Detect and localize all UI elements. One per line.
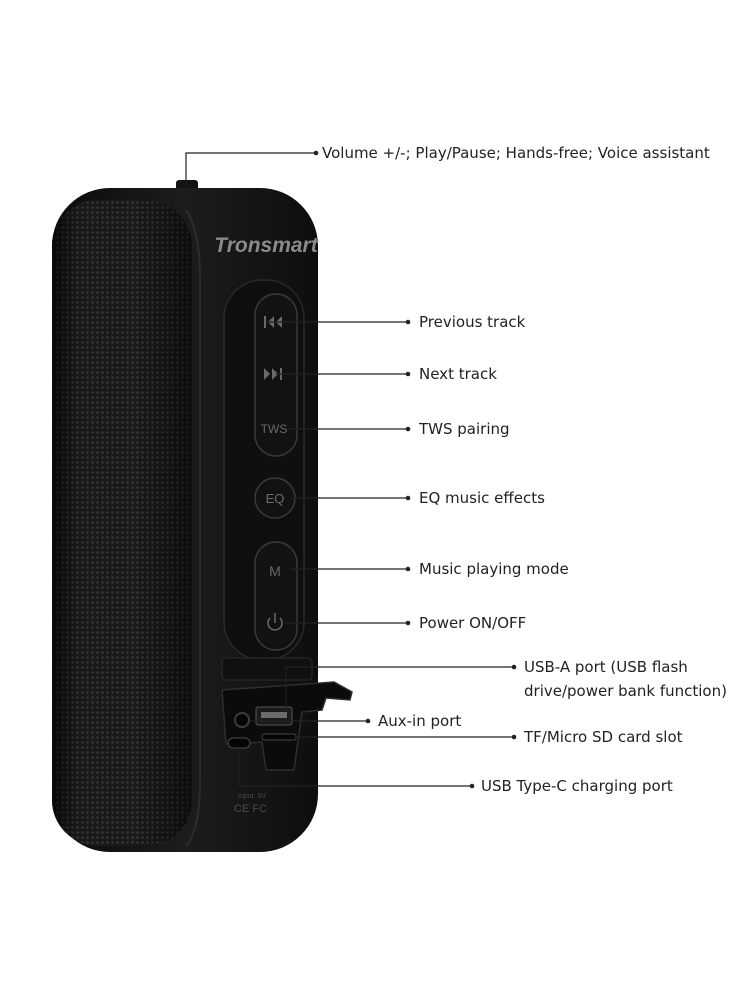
rubber-port-cover: [221, 681, 353, 771]
tf-card-slot: [261, 733, 297, 741]
callout-usb-a-line1: USB-A port (USB flash: [524, 658, 688, 676]
callout-usb-a-line2: drive/power bank function): [524, 682, 727, 700]
callout-power: Power ON/OFF: [419, 614, 527, 632]
callout-music-mode: Music playing mode: [419, 560, 569, 578]
leader-lines: [185, 150, 517, 789]
tws-button-label: TWS: [261, 422, 288, 436]
callout-usb-c: USB Type-C charging port: [481, 777, 673, 795]
aux-port: [234, 712, 250, 728]
callout-eq-effects: EQ music effects: [419, 489, 545, 507]
callout-tf-card: TF/Micro SD card slot: [524, 728, 683, 746]
callout-next-track: Next track: [419, 365, 497, 383]
power-icon: [267, 613, 283, 631]
mode-button-label: M: [269, 563, 281, 579]
callout-top-buttons: Volume +/-; Play/Pause; Hands-free; Voic…: [322, 144, 710, 162]
port-cover-slot: [221, 657, 313, 681]
leader-line-usbc: [238, 748, 472, 787]
eq-button-label: EQ: [266, 491, 285, 506]
certification-marks: CE FC: [234, 803, 267, 815]
mode-power-button-group: [254, 541, 298, 651]
leader-line-usba: [285, 666, 514, 712]
callout-aux-in: Aux-in port: [378, 712, 462, 730]
callout-previous-track: Previous track: [419, 313, 526, 331]
callout-tws-pairing: TWS pairing: [419, 420, 510, 438]
usb-c-port: [227, 737, 251, 749]
brand-logo: Tronsmart: [214, 234, 318, 257]
leader-line-top: [185, 152, 316, 186]
input-rating-text: Input: 5V: [238, 793, 266, 800]
speaker: Tronsmart TWS EQ M: [52, 180, 353, 852]
